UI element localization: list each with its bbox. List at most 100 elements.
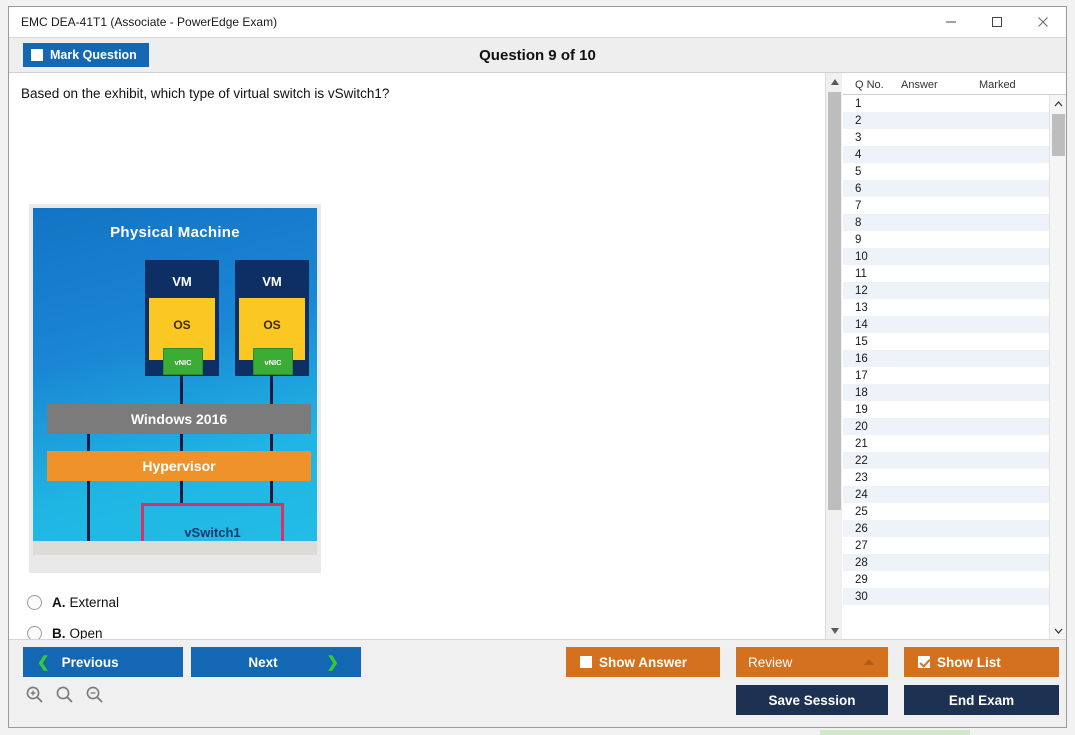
question-list-row[interactable]: 23	[843, 469, 1049, 486]
show-answer-checkbox[interactable]	[580, 656, 592, 668]
question-list-row[interactable]: 13	[843, 299, 1049, 316]
question-list-row[interactable]: 11	[843, 265, 1049, 282]
previous-button[interactable]: ❮ Previous	[23, 647, 183, 677]
question-list-row[interactable]: 17	[843, 367, 1049, 384]
list-scroll-down-icon[interactable]	[1050, 622, 1067, 639]
row-qno: 4	[855, 148, 862, 161]
row-qno: 25	[855, 505, 868, 518]
column-header-answer: Answer	[901, 78, 938, 91]
question-list-row[interactable]: 26	[843, 520, 1049, 537]
chevron-right-icon: ❯	[326, 654, 339, 671]
question-list-row[interactable]: 4	[843, 146, 1049, 163]
show-list-button[interactable]: Show List	[904, 647, 1059, 677]
taskbar-edge	[820, 730, 970, 735]
question-list-header: Q No. Answer Marked	[843, 73, 1066, 95]
zoom-in-icon[interactable]	[25, 685, 45, 710]
row-qno: 18	[855, 386, 868, 399]
title-bar: EMC DEA-41T1 (Associate - PowerEdge Exam…	[9, 7, 1066, 37]
question-list-row[interactable]: 24	[843, 486, 1049, 503]
question-list-row[interactable]: 3	[843, 129, 1049, 146]
question-list-row[interactable]: 21	[843, 435, 1049, 452]
question-list-row[interactable]: 2	[843, 112, 1049, 129]
question-list-row[interactable]: 28	[843, 554, 1049, 571]
mark-question-checkbox[interactable]	[31, 49, 43, 61]
row-qno: 19	[855, 403, 868, 416]
answer-option-b[interactable]: B. Open	[9, 618, 825, 639]
close-icon[interactable]	[1020, 7, 1066, 37]
question-list-row[interactable]: 9	[843, 231, 1049, 248]
end-exam-button[interactable]: End Exam	[904, 685, 1059, 715]
answer-option-a[interactable]: A. External	[9, 587, 825, 618]
row-qno: 23	[855, 471, 868, 484]
scroll-down-icon[interactable]	[826, 622, 843, 639]
row-qno: 3	[855, 131, 862, 144]
question-list-row[interactable]: 18	[843, 384, 1049, 401]
mark-question-button[interactable]: Mark Question	[23, 43, 149, 67]
option-letter-b: B.	[52, 626, 66, 639]
question-list-row[interactable]: 10	[843, 248, 1049, 265]
row-qno: 7	[855, 199, 862, 212]
question-list-row[interactable]: 5	[843, 163, 1049, 180]
save-session-button[interactable]: Save Session	[736, 685, 888, 715]
list-scroll-thumb[interactable]	[1052, 114, 1065, 156]
option-letter-a: A.	[52, 595, 66, 610]
row-qno: 11	[855, 267, 867, 280]
question-list-row[interactable]: 7	[843, 197, 1049, 214]
question-list-row[interactable]: 16	[843, 350, 1049, 367]
exhibit-image[interactable]: Physical Machine VM OS vNIC	[29, 204, 321, 573]
question-list-scrollbar[interactable]	[1049, 95, 1066, 639]
os-band: Windows 2016	[47, 404, 311, 434]
question-pane-scrollbar[interactable]	[825, 73, 842, 639]
row-qno: 1	[855, 97, 862, 110]
review-dropdown[interactable]: Review	[736, 647, 888, 677]
vm-box-1: VM OS vNIC	[145, 260, 219, 376]
option-text-a: External	[69, 595, 120, 610]
scroll-up-icon[interactable]	[826, 73, 843, 90]
show-answer-button[interactable]: Show Answer	[566, 647, 720, 677]
row-qno: 16	[855, 352, 868, 365]
maximize-icon[interactable]	[974, 7, 1020, 37]
question-list-row[interactable]: 27	[843, 537, 1049, 554]
minimize-icon[interactable]	[928, 7, 974, 37]
column-header-qno: Q No.	[855, 78, 884, 91]
next-label: Next	[248, 654, 278, 670]
answer-options: A. External B. Open C. Private	[9, 587, 825, 639]
os-band-label: Windows 2016	[130, 411, 228, 427]
vswitch-box: vSwitch1	[141, 503, 284, 555]
question-list-row[interactable]: 20	[843, 418, 1049, 435]
question-list-row[interactable]: 12	[843, 282, 1049, 299]
question-header-bar: Mark Question Question 9 of 10	[9, 37, 1066, 73]
scroll-thumb[interactable]	[828, 92, 841, 510]
row-qno: 12	[855, 284, 868, 297]
question-list-row[interactable]: 29	[843, 571, 1049, 588]
question-list-row[interactable]: 30	[843, 588, 1049, 605]
question-pane: Based on the exhibit, which type of virt…	[9, 73, 825, 639]
show-answer-label: Show Answer	[599, 654, 688, 670]
show-list-checkbox[interactable]	[918, 656, 930, 668]
zoom-out-icon[interactable]	[85, 685, 105, 710]
question-list-row[interactable]: 8	[843, 214, 1049, 231]
next-button[interactable]: Next ❯	[191, 647, 361, 677]
radio-a[interactable]	[27, 595, 42, 610]
question-list-row[interactable]: 14	[843, 316, 1049, 333]
row-qno: 9	[855, 233, 862, 246]
vm-box-2: VM OS vNIC	[235, 260, 309, 376]
row-qno: 8	[855, 216, 862, 229]
row-qno: 28	[855, 556, 868, 569]
radio-b[interactable]	[27, 626, 42, 639]
row-qno: 2	[855, 114, 862, 127]
row-qno: 21	[855, 437, 868, 450]
question-list-row[interactable]: 15	[843, 333, 1049, 350]
chevron-up-icon	[864, 659, 874, 665]
question-list-row[interactable]: 22	[843, 452, 1049, 469]
question-list-row[interactable]: 1	[843, 95, 1049, 112]
question-list-row[interactable]: 6	[843, 180, 1049, 197]
row-qno: 14	[855, 318, 868, 331]
list-scroll-up-icon[interactable]	[1050, 95, 1067, 112]
zoom-reset-icon[interactable]	[55, 685, 75, 710]
question-list-row[interactable]: 19	[843, 401, 1049, 418]
question-list-row[interactable]: 25	[843, 503, 1049, 520]
